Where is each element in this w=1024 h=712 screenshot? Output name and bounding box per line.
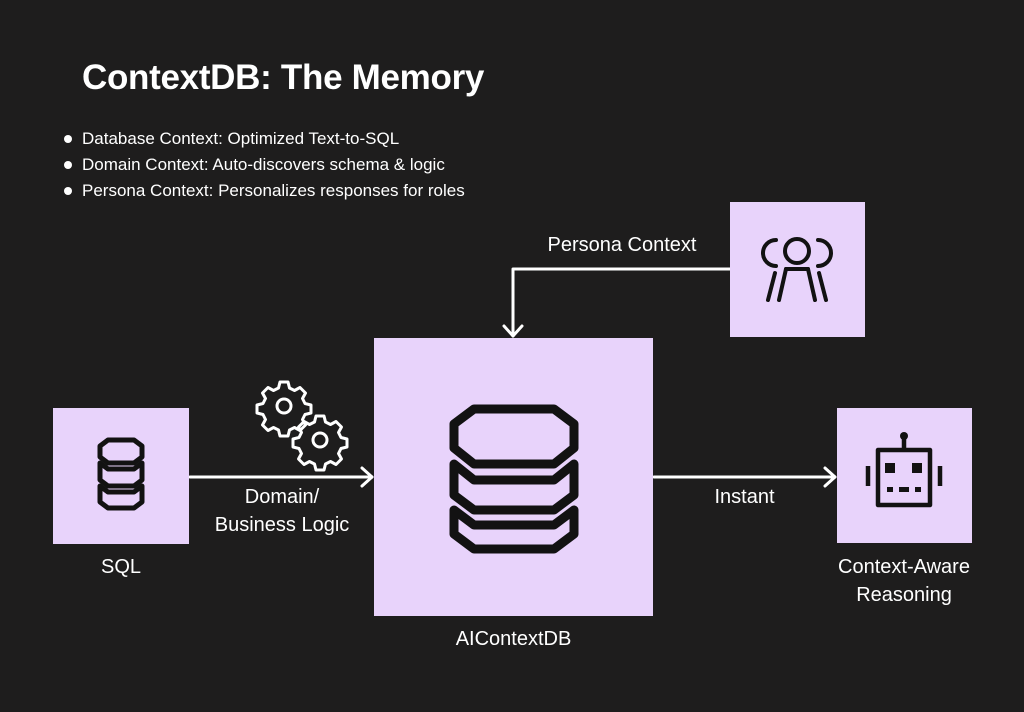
edge-persona-arrowhead bbox=[502, 324, 524, 338]
node-reasoning-label-line2: Reasoning bbox=[856, 584, 952, 606]
node-aicontextdb-label: AIContextDB bbox=[455, 628, 572, 650]
gears-icon bbox=[255, 380, 349, 472]
node-reasoning[interactable] bbox=[837, 408, 972, 543]
bullet-domain-context: Domain Context: Auto-discovers schema & … bbox=[64, 152, 465, 178]
users-icon bbox=[761, 237, 833, 302]
page-title: ContextDB: The Memory bbox=[82, 58, 485, 97]
node-sql[interactable] bbox=[53, 408, 189, 544]
edge-domain-label: Domain/ Business Logic bbox=[190, 483, 374, 539]
bullet-persona-context: Persona Context: Personalizes responses … bbox=[64, 178, 465, 204]
edge-sql-arrowhead bbox=[360, 466, 374, 488]
bullet-database-context: Database Context: Optimized Text-to-SQL bbox=[64, 126, 465, 152]
node-reasoning-label: Context-Aware Reasoning bbox=[810, 553, 998, 609]
robot-icon bbox=[865, 432, 943, 508]
bullet-list: Database Context: Optimized Text-to-SQL … bbox=[64, 126, 465, 204]
node-sql-label: SQL bbox=[100, 556, 142, 578]
node-persona[interactable] bbox=[730, 202, 865, 337]
edge-instant-label: Instant bbox=[714, 486, 775, 508]
edge-domain-label-line1: Domain/ bbox=[244, 486, 320, 508]
database-icon bbox=[97, 437, 145, 511]
edge-reasoning-arrowhead bbox=[823, 466, 837, 488]
database-icon bbox=[449, 404, 579, 554]
edge-persona-label: Persona Context bbox=[547, 234, 697, 256]
edge-persona-to-core bbox=[511, 267, 732, 338]
node-aicontextdb[interactable] bbox=[374, 338, 653, 616]
node-reasoning-label-line1: Context-Aware bbox=[838, 556, 970, 578]
edge-domain-label-line2: Business Logic bbox=[214, 514, 350, 536]
